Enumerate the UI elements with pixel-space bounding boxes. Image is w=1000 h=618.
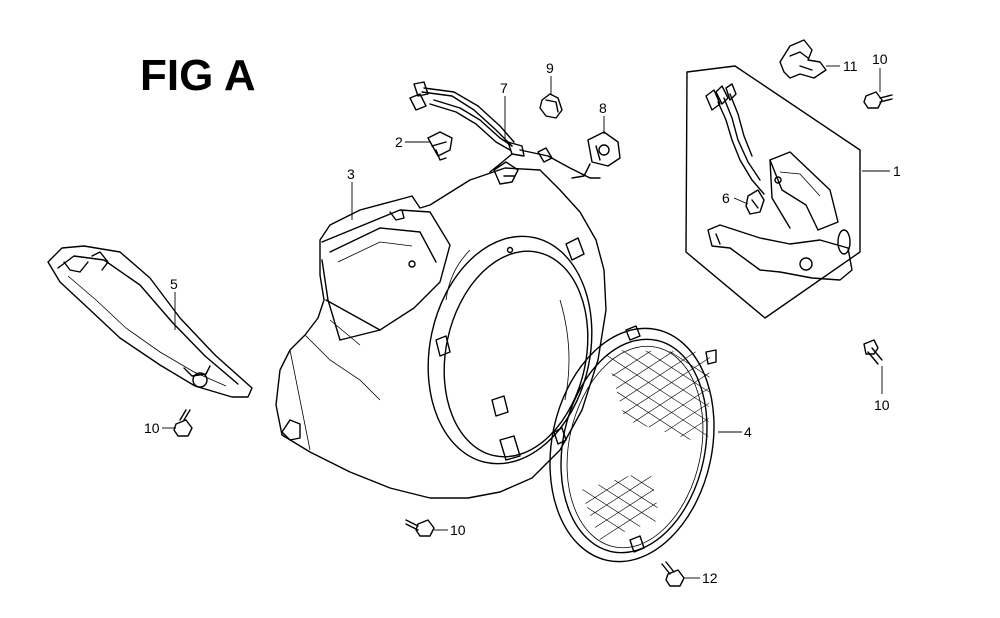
callout-9: 9 [546, 60, 554, 76]
part-9-grommet [539, 93, 563, 119]
bolt-12 [661, 561, 685, 587]
callout-12: 12 [702, 570, 718, 586]
part-1-control-bracket [685, 65, 861, 319]
callout-1: 1 [893, 163, 901, 179]
callout-10-right: 10 [874, 397, 890, 413]
part-3-fan-cover [275, 161, 607, 499]
part-5-side-plate [47, 245, 253, 398]
part-6-clip [745, 189, 765, 215]
leader-lines [162, 65, 890, 579]
callout-8: 8 [599, 100, 607, 116]
callout-4: 4 [744, 424, 752, 440]
callout-6: 6 [722, 190, 730, 206]
part-8-switch [571, 131, 621, 179]
callout-2: 2 [395, 134, 403, 150]
callout-5: 5 [170, 276, 178, 292]
part-4-fan-screen [549, 325, 717, 563]
part-11-clamp [779, 39, 827, 79]
callout-10-left: 10 [144, 420, 160, 436]
bolt-10-right [863, 339, 883, 365]
callout-3: 3 [347, 166, 355, 182]
callout-10-top-right: 10 [872, 51, 888, 67]
part-2-wire-clamp [427, 131, 453, 161]
figure-title: FIG A [140, 51, 256, 100]
callout-11: 11 [843, 58, 858, 74]
callout-7: 7 [500, 80, 508, 96]
bolt-10-top-right [863, 91, 893, 109]
callout-10-bottom: 10 [450, 522, 466, 538]
bolt-10-bottom [405, 519, 435, 537]
bolt-10-left [173, 409, 193, 437]
